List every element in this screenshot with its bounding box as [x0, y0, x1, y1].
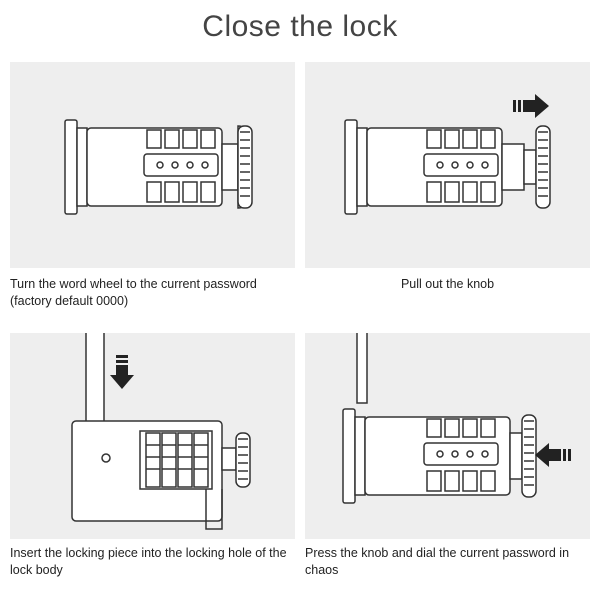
step-2-panel [305, 62, 590, 268]
page-title: Close the lock [202, 10, 398, 43]
lock-side-view-illustration [64, 119, 253, 215]
step-4-panel [305, 333, 590, 539]
step-3-panel [10, 333, 295, 539]
step-1-caption: Turn the word wheel to the current passw… [10, 277, 257, 308]
step-3-caption: Insert the locking piece into the lockin… [10, 546, 287, 577]
right-arrow-icon [513, 94, 549, 118]
lock-knob-pulled-out-illustration [344, 119, 551, 215]
left-arrow-icon [535, 443, 571, 467]
locking-piece-inserted-illustration [71, 333, 251, 530]
lock-knob-pressed-in-illustration [342, 333, 537, 504]
step-1-panel [10, 62, 295, 268]
down-arrow-icon [110, 355, 134, 389]
step-4-caption: Press the knob and dial the current pass… [305, 546, 570, 577]
step-2-caption: Pull out the knob [400, 277, 495, 291]
